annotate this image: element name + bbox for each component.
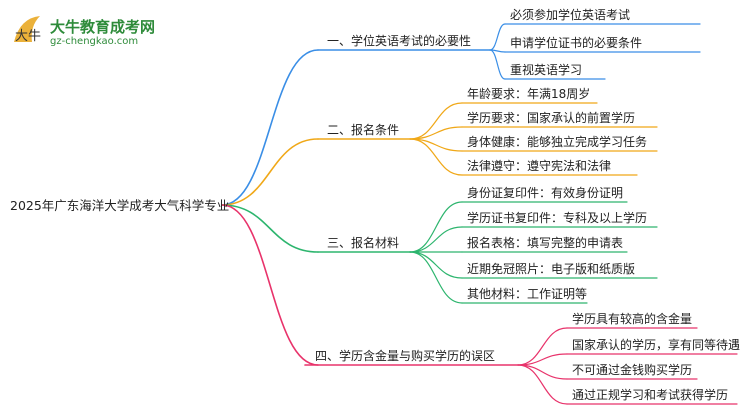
branch-1-label: 一、学位英语考试的必要性: [327, 34, 472, 48]
branch-4-item-3: 不可通过金钱购买学历: [572, 363, 693, 377]
logo-mark-icon: 大牛: [14, 16, 41, 44]
edge-branch-1-item-3: [489, 49, 506, 80]
branch-2-label: 二、报名条件: [327, 123, 400, 137]
logo-name: 大牛教育成考网: [50, 18, 156, 36]
mindmap-edges: [221, 23, 738, 405]
branch-4-item-2: 国家承认的学历，享有同等待遇: [572, 338, 741, 352]
branch-4-item-4: 通过正规学习和考试获得学历: [572, 388, 729, 402]
edge-branch-2-item-1: [409, 102, 463, 140]
edge-root-branch-3: [221, 204, 319, 253]
branch-1-item-2: 申请学位证书的必要条件: [510, 36, 643, 50]
edge-branch-3-item-2: [409, 226, 463, 253]
branch-3-item-4: 近期免冠照片：电子版和纸质版: [467, 262, 636, 276]
edge-branch-4-item-4: [517, 364, 568, 405]
edge-root-branch-2: [221, 138, 319, 206]
branch-3-item-5: 其他材料：工作证明等: [467, 287, 588, 301]
edge-root-branch-1: [221, 49, 319, 206]
branch-3-label: 三、报名材料: [327, 236, 400, 250]
edge-root-branch-4: [221, 204, 319, 366]
brand-logo: 大牛 大牛教育成考网 gz-chengkao.com: [10, 12, 170, 52]
branch-2-item-3: 身体健康：能够独立完成学习任务: [467, 135, 648, 149]
branch-3-item-2: 学历证书复印件：专科及以上学历: [467, 211, 648, 225]
branch-3-item-1: 身份证复印件：有效身份证明: [467, 186, 624, 200]
edge-branch-3-item-5: [409, 251, 463, 304]
edge-branch-4-item-1: [517, 327, 568, 366]
edge-branch-3-item-1: [409, 201, 463, 253]
edge-branch-3-item-4: [409, 251, 463, 279]
branch-4-item-1: 学历具有较高的含金量: [572, 312, 693, 326]
branch-2-item-4: 法律遵守：遵守宪法和法律: [467, 159, 612, 173]
branch-2-item-2: 学历要求：国家承认的前置学历: [467, 111, 636, 125]
edge-branch-4-item-3: [517, 364, 568, 380]
edge-branch-2-item-4: [409, 138, 463, 176]
branch-1-item-3: 重视英语学习: [510, 63, 583, 77]
branch-3-item-3: 报名表格：填写完整的申请表: [467, 236, 624, 250]
branch-4-label: 四、学历含金量与购买学历的误区: [315, 349, 496, 363]
logo-domain: gz-chengkao.com: [50, 36, 139, 47]
branch-1-item-1: 必须参加学位英语考试: [510, 8, 631, 22]
edge-branch-1-item-1: [489, 23, 506, 51]
logo-mark-text: 大牛: [15, 29, 41, 44]
branch-2-item-1: 年龄要求：年满18周岁: [467, 87, 591, 101]
mindmap-root: 2025年广东海洋大学成考大气科学专业: [10, 198, 230, 213]
